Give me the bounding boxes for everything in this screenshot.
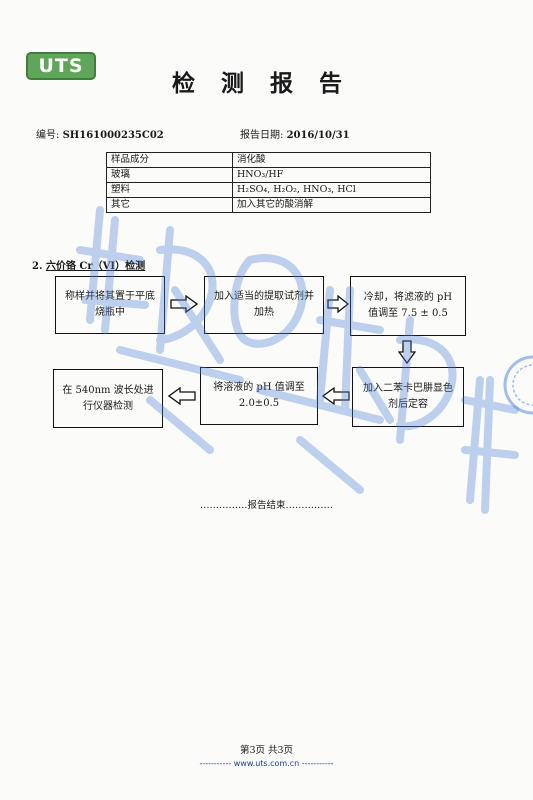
table-cell: 样品成分 bbox=[106, 152, 233, 168]
table-row: 玻璃 HNO₃/HF bbox=[106, 167, 431, 183]
website-footer: ----------- www.uts.com.cn ----------- bbox=[199, 759, 334, 768]
report-date-label: 报告日期: bbox=[240, 130, 284, 141]
table-cell: 消化酸 bbox=[232, 152, 431, 168]
flow-step-3: 冷却，将滤液的 pH 值调至 7.5 ± 0.5 bbox=[350, 276, 466, 336]
table-row: 塑料 H₂SO₄, H₂O₂, HNO₃, HCl bbox=[106, 182, 431, 198]
flow-step-5: 将溶液的 pH 值调至 2.0±0.5 bbox=[200, 367, 318, 425]
table-cell: 加入其它的酸消解 bbox=[232, 197, 431, 213]
report-date-value: 2016/10/31 bbox=[286, 130, 350, 141]
section-heading: 2. 六价铬 Cr（VI）检测 bbox=[32, 257, 145, 272]
report-number-value: SH161000235C02 bbox=[62, 130, 164, 141]
digestion-acid-table: 样品成分 消化酸 玻璃 HNO₃/HF 塑料 H₂SO₄, H₂O₂, HNO₃… bbox=[106, 152, 431, 213]
arrow-right-icon bbox=[327, 295, 349, 313]
flow-step-4: 加入二苯卡巴肼显色剂后定容 bbox=[352, 367, 464, 427]
logo-text: UTS bbox=[38, 55, 84, 77]
table-row: 样品成分 消化酸 bbox=[106, 152, 431, 168]
report-title: 检测报告 bbox=[172, 70, 368, 97]
table-cell: 其它 bbox=[106, 197, 233, 213]
table-cell: 塑料 bbox=[106, 182, 233, 198]
report-date: 报告日期: 2016/10/31 bbox=[240, 126, 350, 141]
page-number: 第3页 共3页 bbox=[239, 745, 294, 756]
table-row: 其它 加入其它的酸消解 bbox=[106, 197, 431, 213]
uts-logo: UTS bbox=[26, 52, 96, 80]
table-cell: 玻璃 bbox=[106, 167, 233, 183]
flow-step-6: 在 540nm 波长处进行仪器检测 bbox=[53, 369, 163, 428]
section-number: 2. bbox=[32, 261, 43, 272]
table-cell: H₂SO₄, H₂O₂, HNO₃, HCl bbox=[232, 182, 431, 198]
arrow-left-icon bbox=[322, 387, 350, 405]
flow-step-2: 加入适当的提取试剂并加热 bbox=[204, 276, 324, 334]
seal-stamp-icon bbox=[503, 355, 533, 415]
section-title: 六价铬 Cr（VI）检测 bbox=[45, 261, 146, 272]
flow-step-1: 称样并将其置于平底烧瓶中 bbox=[55, 276, 165, 334]
table-cell: HNO₃/HF bbox=[232, 167, 431, 183]
arrow-left-icon bbox=[168, 387, 196, 405]
report-end-text: ……………报告结束…………… bbox=[199, 500, 333, 511]
report-number: 编号: SH161000235C02 bbox=[36, 126, 164, 141]
arrow-right-icon bbox=[170, 295, 198, 313]
arrow-down-icon bbox=[398, 340, 416, 364]
report-number-label: 编号: bbox=[36, 130, 60, 141]
